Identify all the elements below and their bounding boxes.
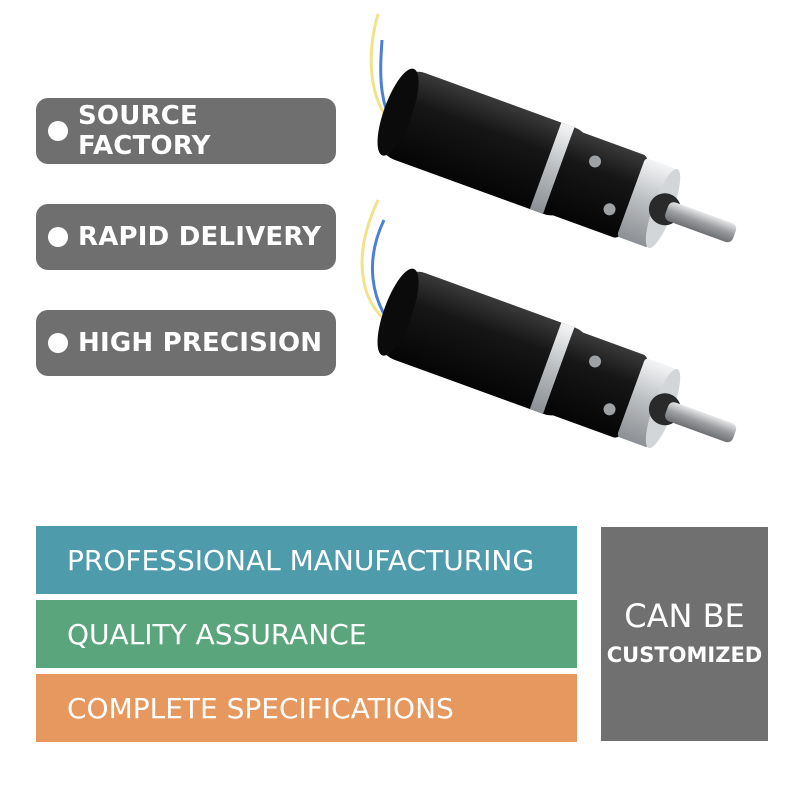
feature-badge-high-precision: HIGH PRECISION xyxy=(36,310,336,376)
bullet-dot-icon xyxy=(48,227,68,247)
feature-label: SOURCE FACTORY xyxy=(78,101,211,161)
gear-motor-product-image xyxy=(360,13,737,449)
gear-motor-bottom xyxy=(360,199,737,449)
bar-quality-assurance: QUALITY ASSURANCE xyxy=(36,600,577,668)
feature-badge-rapid-delivery: RAPID DELIVERY xyxy=(36,204,336,270)
feature-label: RAPID DELIVERY xyxy=(78,222,322,252)
bullet-dot-icon xyxy=(48,121,68,141)
feature-badge-source-factory: SOURCE FACTORY xyxy=(36,98,336,164)
bar-label: COMPLETE SPECIFICATIONS xyxy=(67,691,454,725)
customized-line-2: CUSTOMIZED xyxy=(606,643,763,667)
bullet-dot-icon xyxy=(48,333,68,353)
customized-line-1: CAN BE xyxy=(624,597,745,635)
customized-badge: CAN BE CUSTOMIZED xyxy=(601,527,768,741)
bar-complete-specifications: COMPLETE SPECIFICATIONS xyxy=(36,674,577,742)
bar-professional-manufacturing: PROFESSIONAL MANUFACTURING xyxy=(36,526,577,594)
bar-label: QUALITY ASSURANCE xyxy=(67,617,367,651)
feature-label: HIGH PRECISION xyxy=(78,328,323,358)
bar-label: PROFESSIONAL MANUFACTURING xyxy=(67,543,535,577)
gear-motor-top xyxy=(369,13,737,249)
